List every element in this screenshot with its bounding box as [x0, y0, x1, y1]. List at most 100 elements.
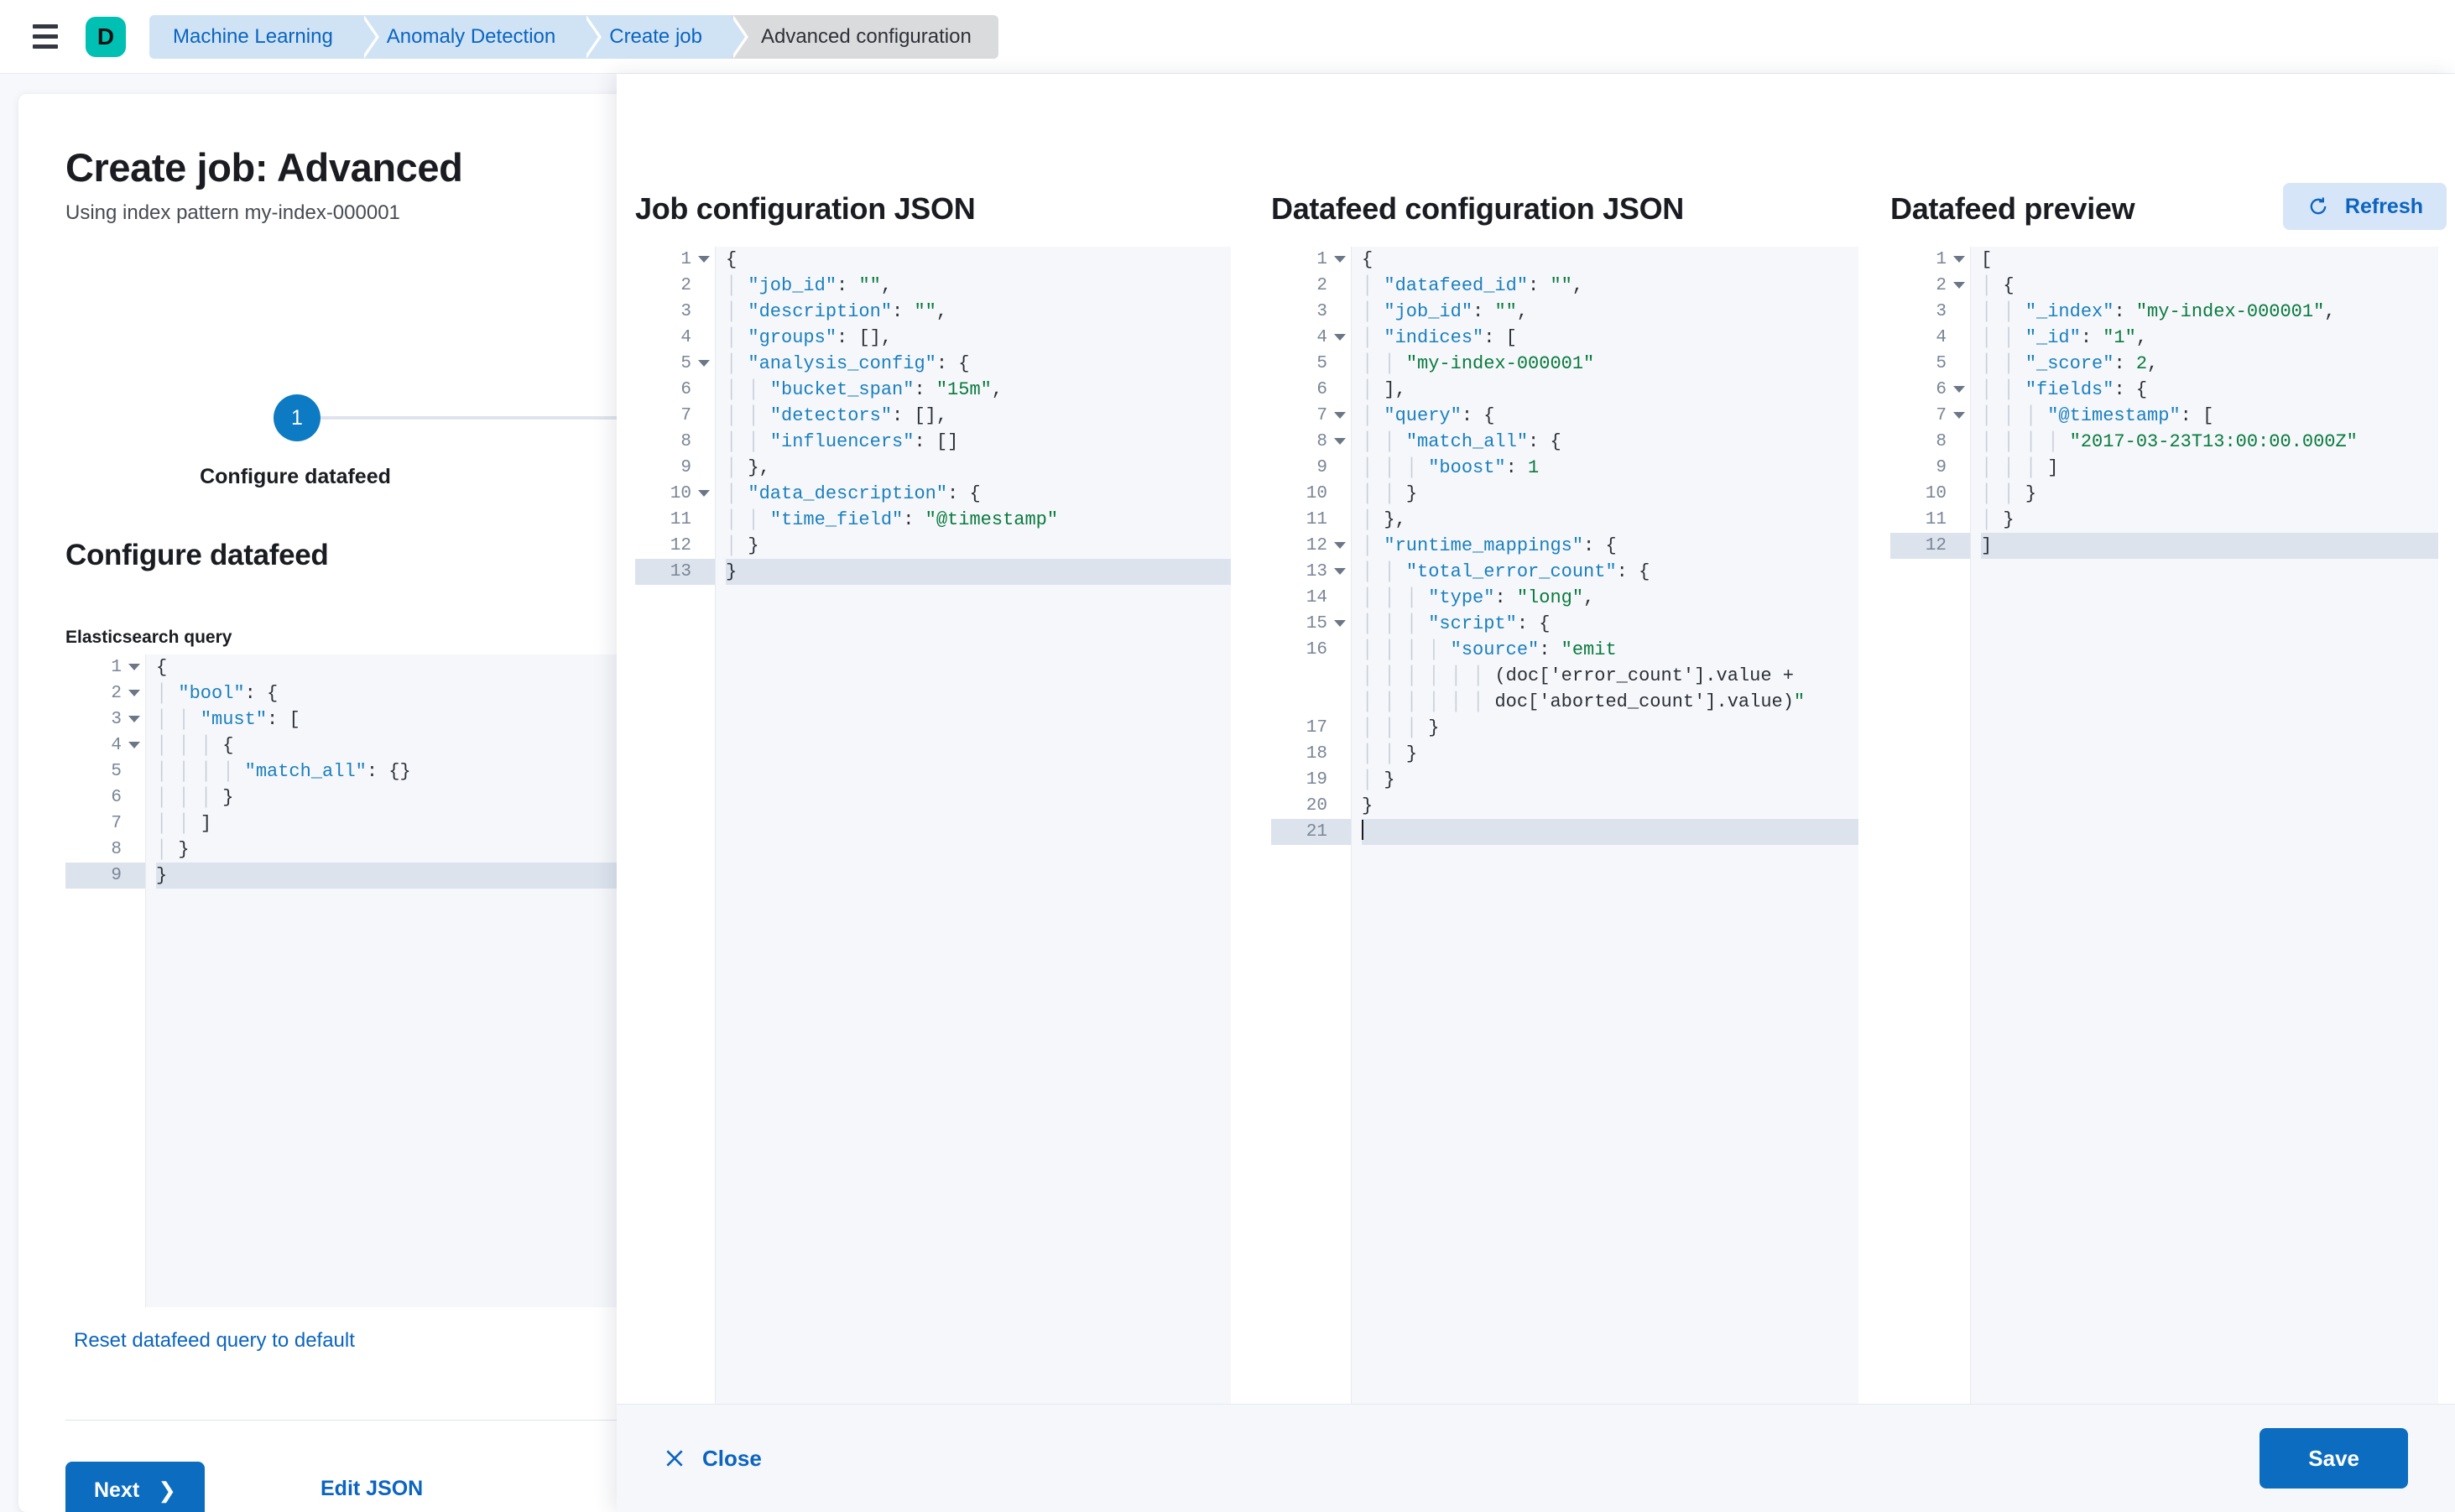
gutter-line[interactable]: 5 — [635, 351, 715, 377]
code-line[interactable]: │ │ "my-index-000001" — [1362, 353, 1595, 374]
code-line[interactable]: │ ], — [1362, 379, 1406, 400]
gutter-line[interactable]: 11 — [1306, 510, 1327, 529]
code-line[interactable]: │ │ "time_field": "@timestamp" — [726, 509, 1059, 530]
gutter-line[interactable]: 4 — [1936, 328, 1947, 347]
breadcrumb-item-create-job[interactable]: Create job — [584, 14, 748, 59]
fold-arrow-icon[interactable] — [1334, 412, 1346, 419]
fold-arrow-icon[interactable] — [1953, 386, 1965, 393]
gutter-line[interactable]: 1 — [65, 654, 145, 680]
reset-datafeed-query-link[interactable]: Reset datafeed query to default — [74, 1329, 355, 1352]
code-line[interactable]: │ }, — [1362, 509, 1406, 530]
breadcrumb-item-machine-learning[interactable]: Machine Learning — [149, 14, 379, 59]
code-line[interactable]: │ │ │ "type": "long", — [1362, 587, 1595, 608]
gutter-line[interactable]: 3 — [1936, 302, 1947, 321]
code-line[interactable]: } — [156, 863, 681, 889]
stepper-step-1-circle[interactable]: 1 — [274, 394, 321, 441]
gutter-line[interactable]: 13 — [1271, 559, 1351, 585]
code-line[interactable]: │ │ "_score": 2, — [1981, 353, 2159, 374]
code-line[interactable]: │ } — [726, 535, 759, 556]
code-line[interactable]: │ │ │ │ "match_all": {} — [156, 761, 411, 782]
gutter-line[interactable]: 5 — [1936, 354, 1947, 373]
gutter-line[interactable]: 12 — [1890, 533, 1970, 559]
gutter-line[interactable]: 4 — [680, 328, 691, 347]
deployment-logo-badge[interactable]: D — [86, 16, 126, 57]
gutter-line[interactable]: 7 — [1890, 403, 1970, 429]
gutter-line[interactable]: 13 — [635, 559, 715, 585]
gutter-line[interactable]: 8 — [111, 840, 122, 859]
gutter-line[interactable]: 9 — [65, 863, 145, 889]
code-line[interactable]: │ │ } — [1362, 483, 1418, 504]
code-line[interactable]: │ "data_description": { — [726, 483, 981, 504]
fold-arrow-icon[interactable] — [1334, 542, 1346, 549]
code-line[interactable]: │ │ "_id": "1", — [1981, 327, 2148, 348]
code-line[interactable]: │ "bool": { — [156, 683, 279, 704]
gutter-line[interactable]: 3 — [1316, 302, 1327, 321]
code-line[interactable]: │ } — [1362, 769, 1395, 790]
code-line[interactable]: │ │ "match_all": { — [1362, 431, 1561, 452]
code-line[interactable]: │ │ "_index": "my-index-000001", — [1981, 301, 2336, 322]
edit-json-button[interactable]: Edit JSON — [321, 1477, 424, 1500]
gutter-line[interactable]: 9 — [1936, 458, 1947, 477]
fold-arrow-icon[interactable] — [1334, 438, 1346, 445]
gutter-line[interactable]: 6 — [111, 788, 122, 807]
code-line[interactable]: │ │ } — [1981, 483, 2037, 504]
fold-arrow-icon[interactable] — [128, 716, 140, 722]
save-button[interactable]: Save — [2260, 1428, 2408, 1489]
breadcrumb-item-anomaly-detection[interactable]: Anomaly Detection — [361, 14, 602, 59]
gutter-line[interactable]: 15 — [1271, 611, 1351, 637]
gutter-line[interactable]: 10 — [1925, 484, 1947, 503]
code-line[interactable]: │ │ │ "@timestamp": [ — [1981, 405, 2214, 426]
code-line[interactable] — [1362, 819, 1858, 845]
gutter-line[interactable]: 8 — [680, 432, 691, 451]
gutter-line[interactable]: 7 — [1271, 403, 1351, 429]
gutter-line[interactable]: 7 — [680, 406, 691, 425]
breadcrumb-item-advanced-configuration[interactable]: Advanced configuration — [730, 14, 998, 59]
code-line[interactable]: │ │ ] — [156, 813, 212, 834]
editor-code-area[interactable]: {│ "datafeed_id": "",│ "job_id": "",│ "i… — [1352, 247, 1858, 1405]
code-line[interactable]: │ } — [156, 839, 190, 860]
code-line[interactable]: │ │ "fields": { — [1981, 379, 2148, 400]
code-line[interactable]: ] — [1981, 533, 2438, 559]
hamburger-menu-icon[interactable] — [27, 18, 64, 55]
gutter-line[interactable]: 2 — [1316, 276, 1327, 295]
code-line[interactable]: │ "indices": [ — [1362, 327, 1517, 348]
gutter-line[interactable]: 20 — [1306, 796, 1327, 816]
code-line[interactable]: { — [1362, 249, 1373, 270]
fold-arrow-icon[interactable] — [128, 664, 140, 670]
code-line[interactable]: │ "description": "", — [726, 301, 948, 322]
refresh-button[interactable]: Refresh — [2282, 183, 2447, 230]
code-line[interactable]: } — [726, 559, 1231, 585]
fold-arrow-icon[interactable] — [698, 360, 710, 367]
fold-arrow-icon[interactable] — [1953, 256, 1965, 263]
gutter-line[interactable]: 7 — [111, 814, 122, 833]
gutter-line[interactable]: 4 — [1271, 325, 1351, 351]
gutter-line[interactable]: 12 — [670, 536, 691, 555]
code-line[interactable]: │ "job_id": "", — [726, 275, 893, 296]
code-line[interactable]: { — [156, 657, 168, 678]
gutter-line[interactable]: 10 — [1306, 484, 1327, 503]
code-line[interactable]: } — [1362, 795, 1373, 816]
gutter-line[interactable]: 9 — [1316, 458, 1327, 477]
gutter-line[interactable]: 2 — [1890, 273, 1970, 299]
code-line[interactable]: │ │ │ │ "source": "emit│ │ │ │ │ │ (doc[… — [1362, 639, 1806, 712]
gutter-line[interactable]: 14 — [1306, 588, 1327, 607]
code-line[interactable]: │ │ │ } — [156, 787, 234, 808]
gutter-line[interactable]: 6 — [680, 380, 691, 399]
code-line[interactable]: │ │ │ ] — [1981, 457, 2059, 478]
gutter-line[interactable]: 11 — [1925, 510, 1947, 529]
gutter-line[interactable]: 11 — [670, 510, 691, 529]
fold-arrow-icon[interactable] — [128, 742, 140, 748]
next-button[interactable]: Next ❯ — [65, 1462, 205, 1512]
editor-code-area[interactable]: {│ "bool": {│ │ "must": [│ │ │ {│ │ │ │ … — [146, 654, 681, 1307]
code-line[interactable]: │ │ "detectors": [], — [726, 405, 948, 426]
gutter-line[interactable]: 8 — [1936, 432, 1947, 451]
editor-code-area[interactable]: [│ {│ │ "_index": "my-index-000001",│ │ … — [1971, 247, 2438, 1405]
fold-arrow-icon[interactable] — [698, 256, 710, 263]
gutter-line[interactable]: 3 — [65, 706, 145, 733]
code-line[interactable]: │ { — [1981, 275, 2015, 296]
code-line[interactable]: │ │ │ │ "2017-03-23T13:00:00.000Z" — [1981, 431, 2358, 452]
gutter-line[interactable]: 12 — [1271, 533, 1351, 559]
gutter-line[interactable]: 5 — [1316, 354, 1327, 373]
code-line[interactable]: │ │ } — [1362, 743, 1418, 764]
